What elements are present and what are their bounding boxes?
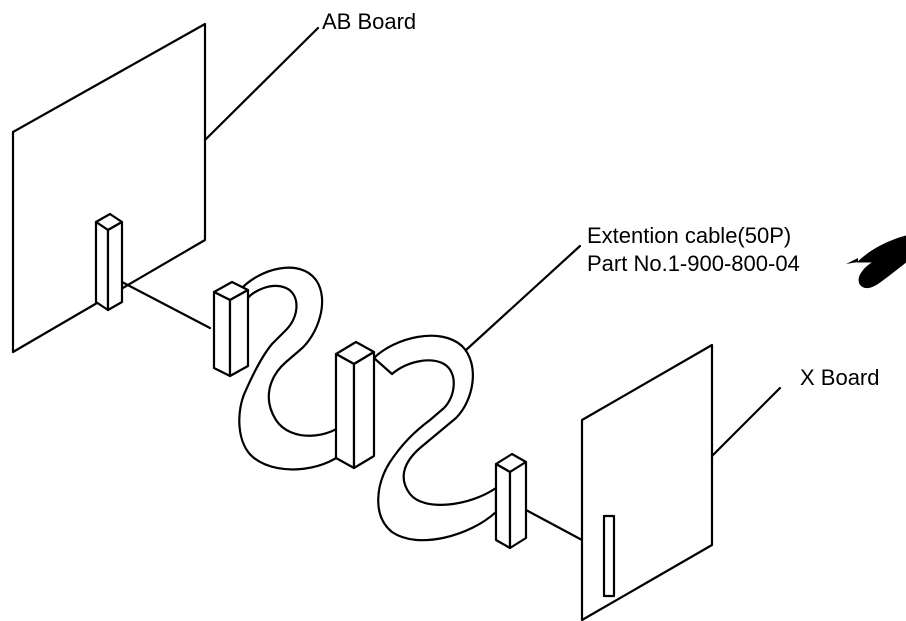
cable-part-number: Part No.1-900-800-04	[587, 251, 800, 276]
ab-board-connector	[94, 212, 124, 312]
x-board-slot	[602, 514, 616, 598]
x-board-leader-line	[710, 386, 782, 458]
cable-name-label: Extention cable(50P)	[587, 223, 792, 248]
cable-connector-x-end	[494, 452, 528, 550]
cable-label: Extention cable(50P) Part No.1-900-800-0…	[587, 222, 800, 278]
x-board-panel	[580, 343, 714, 621]
cable-fold-2	[372, 334, 498, 542]
ab-board-panel	[11, 22, 207, 354]
ab-board-leader-line	[203, 26, 320, 142]
cable-leader-line	[464, 244, 582, 352]
ab-board-label: AB Board	[322, 9, 417, 34]
pointing-hand-icon	[846, 235, 906, 289]
x-connection-line	[524, 508, 584, 542]
cable-connector-ab-end	[212, 280, 250, 378]
cable-fold-1	[238, 266, 350, 471]
ab-connection-line	[120, 280, 212, 330]
x-board-label: X Board	[800, 365, 880, 390]
cable-connector-middle	[334, 340, 376, 470]
